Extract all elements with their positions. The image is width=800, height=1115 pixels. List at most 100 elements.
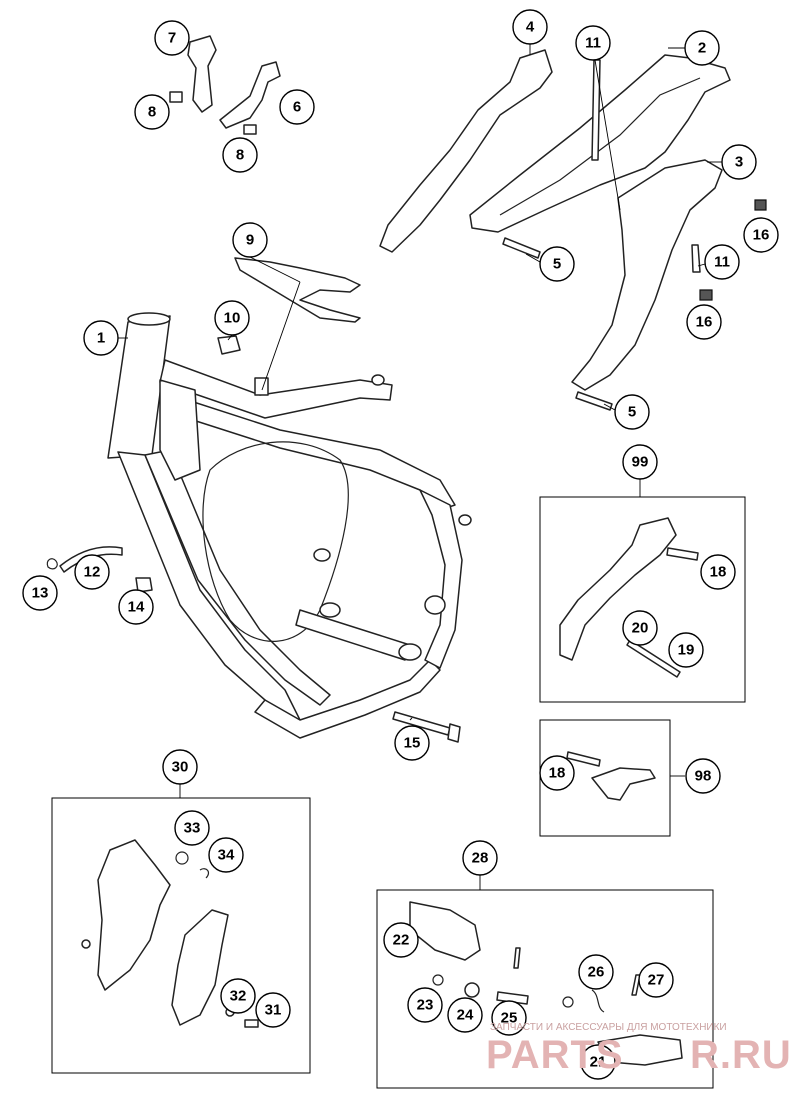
part-10-clip: [217, 335, 241, 355]
callout-21: 21: [580, 1044, 616, 1080]
callout-16-bottom: 16: [686, 304, 722, 340]
svg-text:31: 31: [265, 1002, 282, 1019]
svg-text:8: 8: [148, 104, 156, 121]
kit-box-99: [539, 496, 746, 703]
svg-text:99: 99: [632, 454, 649, 471]
svg-text:34: 34: [218, 847, 235, 864]
svg-text:24: 24: [457, 1007, 474, 1024]
svg-text:33: 33: [184, 820, 201, 837]
svg-text:8: 8: [236, 147, 244, 164]
svg-text:9: 9: [246, 232, 254, 249]
kit-box-30: [51, 797, 311, 1074]
callout-13: 13: [22, 575, 58, 611]
part-3-subframe-lower: [571, 159, 723, 391]
kit-30-parts: [81, 839, 259, 1028]
svg-text:16: 16: [753, 227, 770, 244]
callout-98: 98: [685, 758, 721, 794]
part-15-bolt: [392, 711, 461, 743]
kit-28-parts: [409, 901, 683, 1066]
callout-18-box99: 18: [700, 554, 736, 590]
part-8-bolt-a: [169, 91, 183, 103]
callout-22: 22: [383, 922, 419, 958]
kit-98-parts: [566, 751, 656, 801]
callout-7: 7: [154, 20, 190, 56]
kit-box-28: [376, 889, 714, 1089]
svg-text:30: 30: [172, 759, 189, 776]
callout-4: 4: [512, 9, 548, 45]
callout-24: 24: [447, 997, 483, 1033]
part-8-bolt-b: [243, 124, 257, 135]
callout-12: 12: [74, 554, 110, 590]
svg-text:4: 4: [526, 19, 535, 36]
part-16-nut-top: [754, 199, 767, 211]
svg-text:27: 27: [648, 972, 665, 989]
svg-text:22: 22: [393, 932, 410, 949]
svg-text:12: 12: [84, 564, 101, 581]
part-5-bolt-top: [502, 237, 541, 259]
svg-text:26: 26: [588, 964, 605, 981]
svg-text:11: 11: [714, 254, 730, 271]
part-14-nut: [135, 577, 153, 593]
svg-text:18: 18: [549, 765, 566, 782]
callout-28: 28: [462, 840, 498, 876]
callout-5-top: 5: [539, 246, 575, 282]
kit-99-parts: [559, 517, 699, 678]
svg-text:32: 32: [230, 988, 247, 1005]
watermark-brand-left: PARTS: [486, 1033, 624, 1077]
svg-text:13: 13: [32, 585, 49, 602]
callout-99: 99: [622, 444, 658, 480]
callout-30: 30: [162, 749, 198, 785]
svg-text:5: 5: [628, 404, 636, 421]
svg-text:5: 5: [553, 256, 561, 273]
svg-text:1: 1: [97, 330, 105, 347]
callout-26: 26: [578, 954, 614, 990]
callout-14: 14: [118, 589, 154, 625]
callout-10: 10: [214, 300, 250, 336]
callout-5-bottom: 5: [614, 394, 650, 430]
svg-text:21: 21: [590, 1054, 607, 1071]
callout-8-right: 8: [222, 137, 258, 173]
svg-text:7: 7: [168, 30, 176, 47]
part-5-bolt-bottom: [575, 391, 613, 411]
callout-1: 1: [83, 320, 119, 356]
kit-box-98: [539, 719, 671, 837]
svg-text:25: 25: [501, 1010, 518, 1027]
svg-text:20: 20: [632, 620, 649, 637]
callout-3: 3: [721, 144, 757, 180]
callout-18-box98: 18: [539, 755, 575, 791]
part-13-clamp: [46, 558, 58, 570]
callout-9: 9: [232, 222, 268, 258]
part-2-subframe: [469, 54, 731, 233]
callout-8-left: 8: [134, 94, 170, 130]
svg-text:10: 10: [224, 310, 241, 327]
callout-23: 23: [407, 987, 443, 1023]
svg-text:19: 19: [678, 642, 695, 659]
svg-text:15: 15: [404, 735, 421, 752]
part-11-bolt-right: [691, 244, 701, 273]
watermark-brand-right: R.RU: [690, 1033, 792, 1077]
callout-19: 19: [668, 632, 704, 668]
callout-32: 32: [220, 978, 256, 1014]
part-16-nut-bottom: [699, 289, 713, 301]
svg-text:16: 16: [696, 314, 713, 331]
part-4-subframe-side: [379, 49, 553, 253]
svg-text:6: 6: [293, 99, 301, 116]
leader-lines: [118, 44, 722, 890]
callout-27: 27: [638, 962, 674, 998]
callout-6: 6: [279, 89, 315, 125]
watermark-tagline: ЗАПЧАСТИ И АКСЕССУАРЫ ДЛЯ МОТОТЕХНИКИ: [490, 1022, 727, 1033]
callout-25: 25: [491, 1000, 527, 1036]
callout-20: 20: [622, 610, 658, 646]
svg-text:11: 11: [585, 35, 601, 52]
callout-11-right: 11: [704, 244, 740, 280]
watermark: ЗАПЧАСТИ И АКСЕССУАРЫ ДЛЯ МОТОТЕХНИКИ PA…: [486, 1022, 792, 1077]
main-frame: [107, 312, 472, 739]
callout-33: 33: [174, 810, 210, 846]
svg-text:2: 2: [698, 40, 706, 57]
svg-text:3: 3: [735, 154, 743, 171]
svg-text:14: 14: [128, 599, 145, 616]
callout-11-top: 11: [575, 25, 611, 61]
svg-text:18: 18: [710, 564, 727, 581]
callout-31: 31: [255, 992, 291, 1028]
svg-text:28: 28: [472, 850, 489, 867]
